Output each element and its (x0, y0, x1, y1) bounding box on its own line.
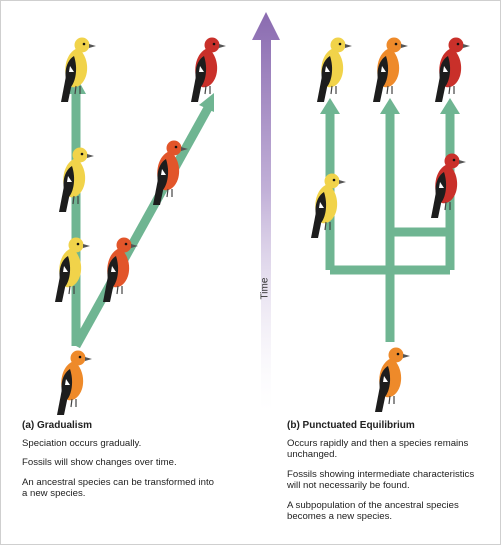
bird-icon (434, 36, 471, 103)
punctuated-line: Fossils showing intermediate characteris… (287, 468, 475, 492)
time-axis-label: Time (259, 277, 271, 300)
gradualism-arrowheads (66, 76, 214, 112)
punctuated-arrowheads (320, 98, 460, 114)
punctuated-caption: (b) Punctuated Equilibrium Occurs rapidl… (287, 420, 499, 531)
gradualism-caption: (a) Gradualism Speciation occurs gradual… (22, 420, 252, 508)
bird-icon (316, 36, 353, 103)
gradualism-branches (71, 90, 212, 349)
bird-icon (102, 236, 139, 303)
gradualism-heading: (a) Gradualism (22, 420, 93, 431)
gradualism-line: Speciation occurs gradually. (22, 437, 142, 449)
bird-icon (56, 349, 93, 416)
gradualism-line: Fossils will show changes over time. (22, 457, 177, 468)
punctuated-line: A subpopulation of the ancestral species… (287, 499, 459, 523)
bird-icon (372, 36, 409, 103)
bird-icon (374, 346, 411, 413)
punctuated-heading: (b) Punctuated Equilibrium (287, 420, 415, 431)
time-arrow (252, 12, 280, 412)
gradualism-line: An ancestral species can be transformed … (22, 476, 214, 500)
bird-icon (190, 36, 227, 103)
punctuated-branches (325, 110, 455, 342)
punctuated-line: Occurs rapidly and then a species remain… (287, 437, 469, 461)
bird-icon (152, 139, 189, 206)
